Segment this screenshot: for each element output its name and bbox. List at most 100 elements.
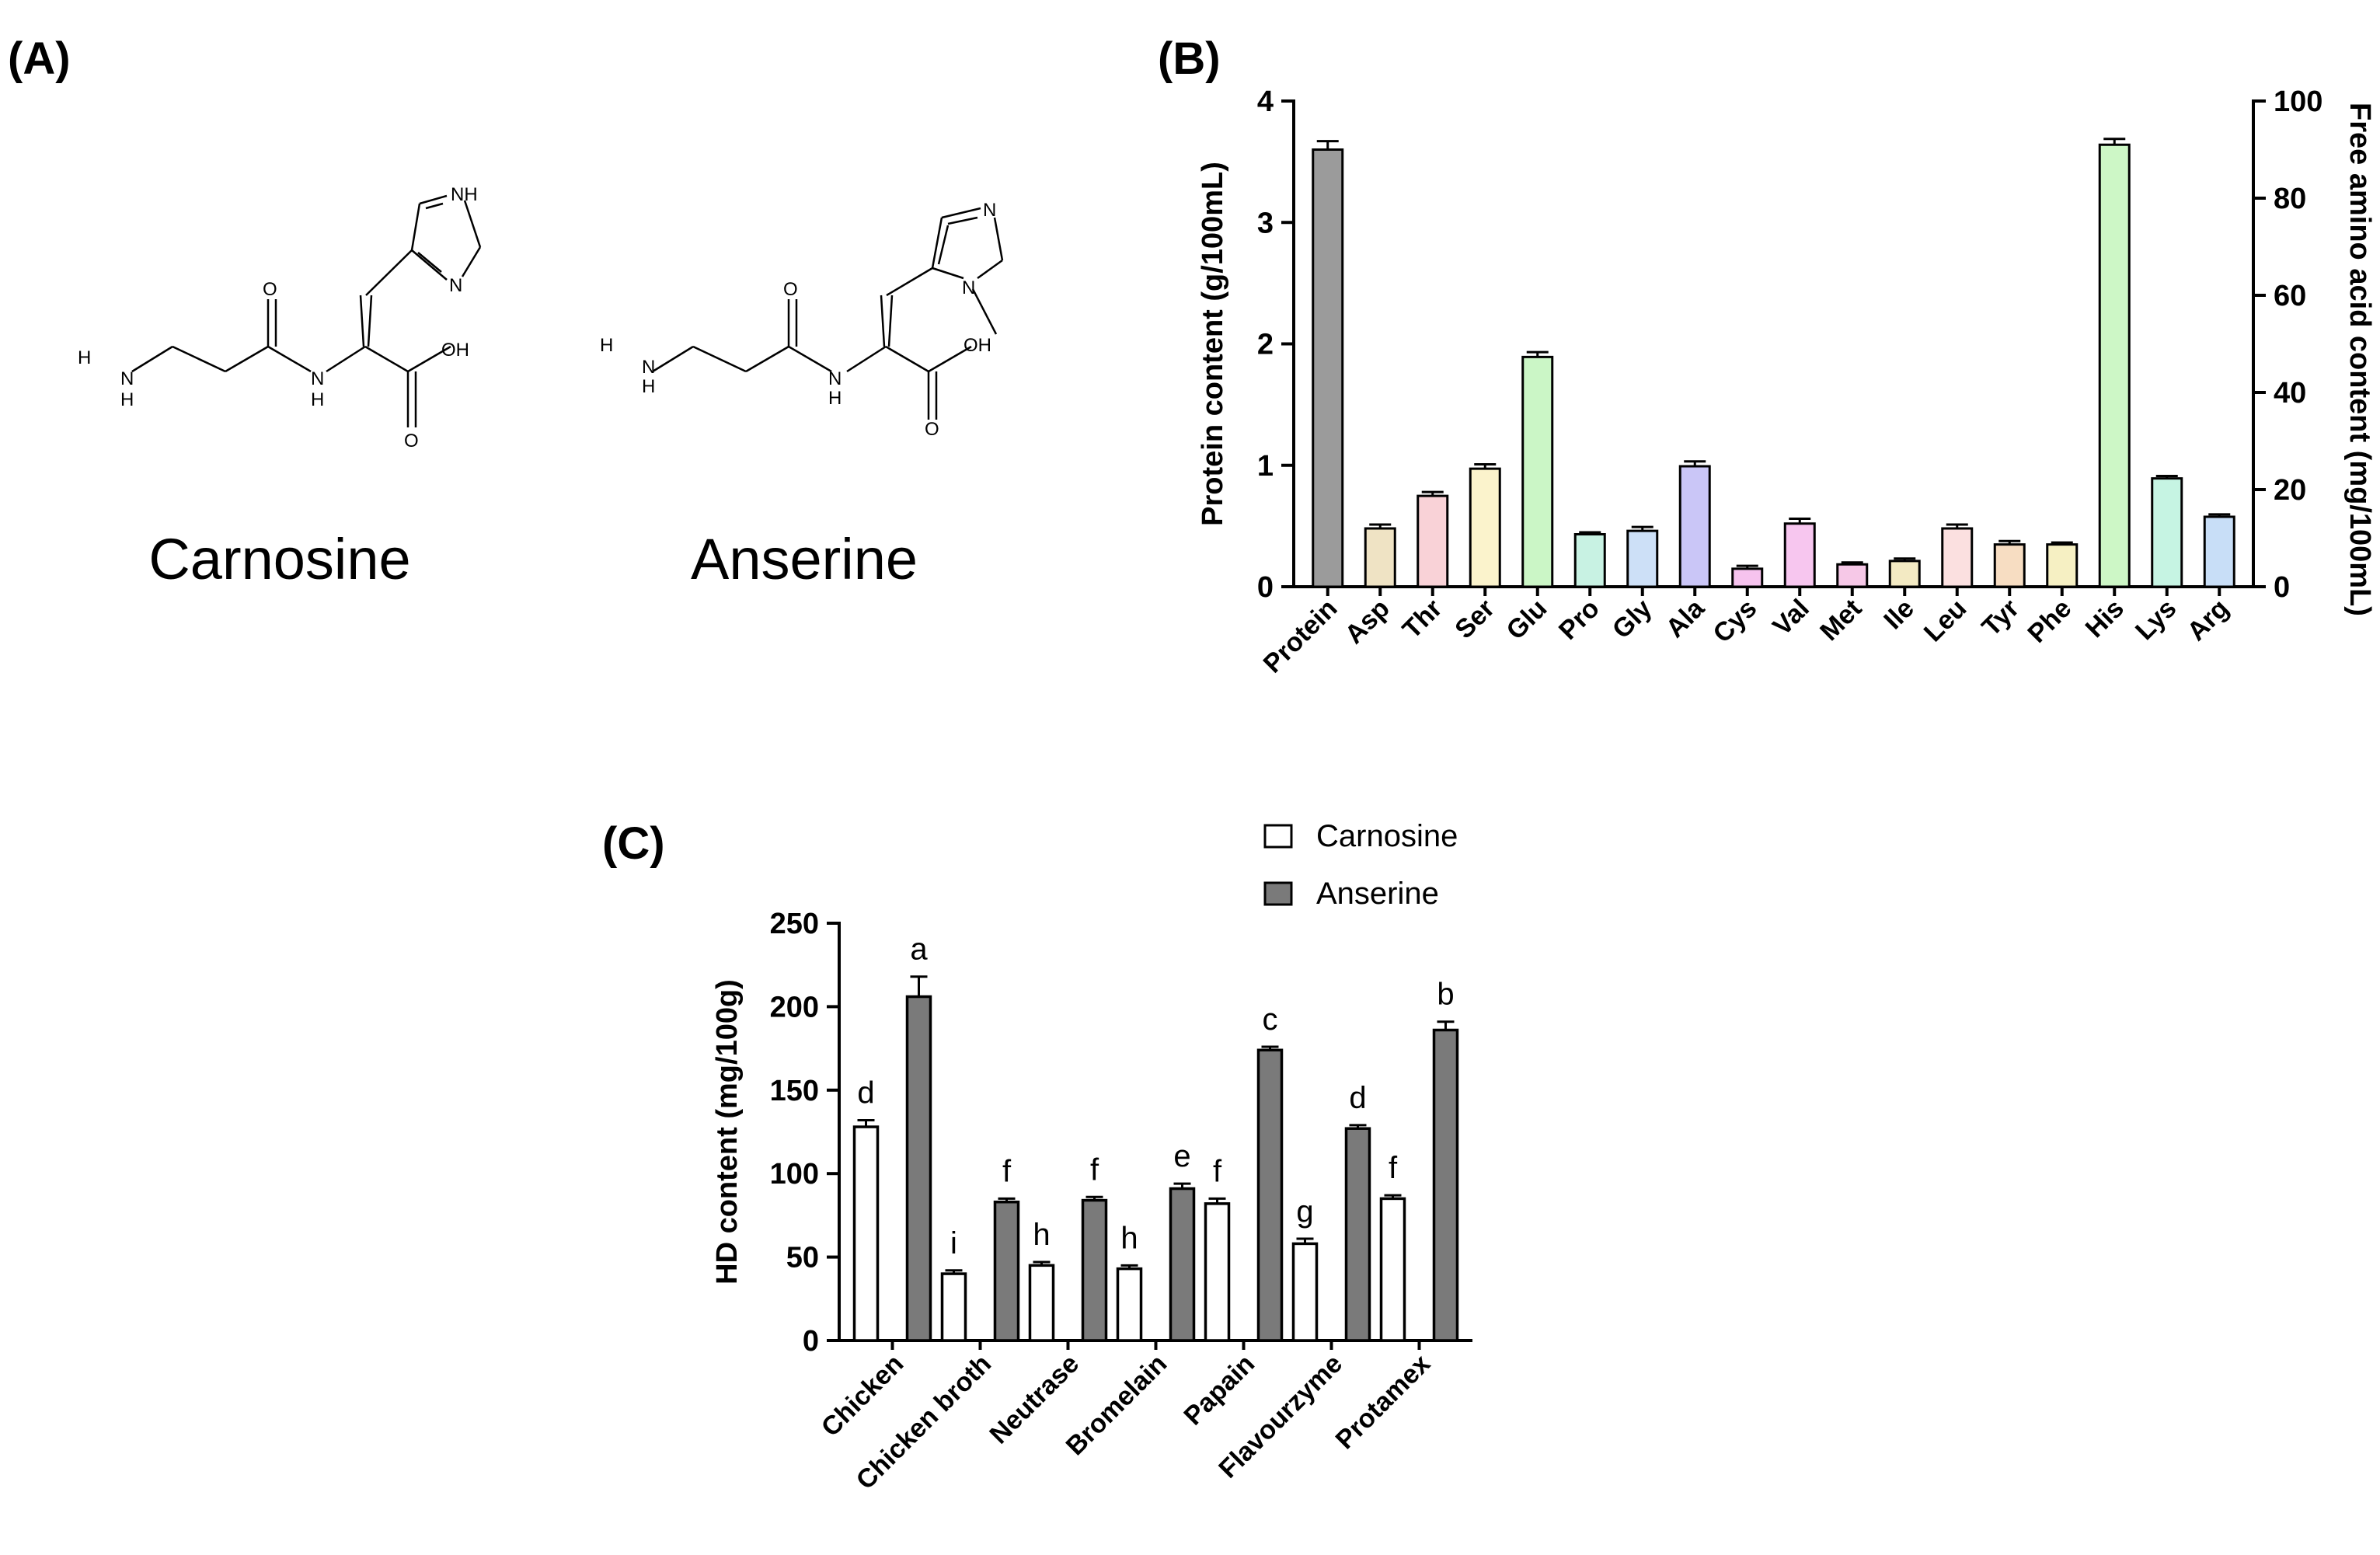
y-tick-label-right: 100 bbox=[2274, 85, 2323, 118]
significance-letter: h bbox=[1120, 1221, 1138, 1255]
bar-anserine bbox=[1081, 1198, 1108, 1342]
y-tick-label: 250 bbox=[770, 908, 819, 940]
bond bbox=[407, 345, 451, 373]
atom-label: N bbox=[120, 368, 134, 389]
bond bbox=[941, 207, 981, 219]
bond bbox=[652, 345, 694, 373]
atom-label: OH bbox=[963, 335, 991, 356]
x-tick-label: Tyr bbox=[1976, 594, 2025, 643]
legend-swatch-anserine bbox=[1263, 881, 1293, 906]
bar-asp bbox=[1364, 527, 1396, 588]
bar-carnosine bbox=[940, 1272, 967, 1342]
bond bbox=[425, 202, 444, 210]
bar-ile bbox=[1888, 560, 1921, 588]
atom-label: H bbox=[600, 335, 613, 356]
x-tick-label: Pro bbox=[1553, 594, 1605, 646]
bar-carnosine bbox=[1028, 1264, 1055, 1342]
significance-letter: g bbox=[1296, 1194, 1313, 1229]
y-tick-label-right: 20 bbox=[2274, 474, 2306, 507]
y-tick-label: 100 bbox=[770, 1158, 819, 1191]
legend-label-carnosine: Carnosine bbox=[1316, 819, 1458, 853]
bond bbox=[788, 345, 832, 373]
x-tick-label: His bbox=[2080, 594, 2130, 643]
atom-label: OH bbox=[441, 340, 469, 361]
significance-letter: d bbox=[857, 1076, 874, 1110]
bar-protein bbox=[1312, 148, 1344, 588]
panel-label-c: (C) bbox=[602, 818, 665, 869]
y-axis-title: HD content (mg/100g) bbox=[711, 979, 744, 1285]
x-tick-label: Cys bbox=[1707, 594, 1762, 649]
atom-label: O bbox=[404, 431, 419, 452]
bar-carnosine bbox=[1291, 1242, 1319, 1342]
y-tick-label-left: 1 bbox=[1257, 450, 1274, 483]
bar-anserine bbox=[1344, 1127, 1371, 1342]
significance-letter: f bbox=[1090, 1152, 1099, 1187]
bond bbox=[931, 217, 943, 269]
significance-letter: a bbox=[910, 933, 928, 967]
bond bbox=[886, 267, 933, 297]
bar-his bbox=[2098, 143, 2131, 588]
bar-anserine bbox=[905, 995, 932, 1342]
x-tick-label: Phe bbox=[2022, 594, 2077, 649]
significance-letter: f bbox=[1389, 1151, 1398, 1185]
bar-lys bbox=[2151, 477, 2183, 588]
bond bbox=[463, 200, 482, 248]
x-tick-label: Met bbox=[1814, 594, 1867, 647]
x-tick-label: Lys bbox=[2130, 594, 2182, 646]
y-tick-label-right: 80 bbox=[2274, 183, 2306, 215]
bond bbox=[977, 259, 1003, 280]
bar-val bbox=[1783, 522, 1816, 588]
atom-label: N bbox=[311, 368, 324, 389]
y-tick-label: 200 bbox=[770, 991, 819, 1023]
y-tick-label-left: 3 bbox=[1257, 207, 1274, 239]
legend-label-anserine: Anserine bbox=[1316, 877, 1439, 911]
x-tick-label: Protein bbox=[1258, 594, 1343, 679]
bond bbox=[928, 345, 972, 373]
bond bbox=[993, 217, 1004, 261]
bond bbox=[417, 252, 442, 273]
x-tick-label: Leu bbox=[1918, 594, 1973, 648]
bar-gly bbox=[1626, 529, 1659, 588]
x-tick-label: Arg bbox=[2182, 594, 2235, 647]
y-tick-label-left: 2 bbox=[1257, 329, 1274, 361]
y-tick-label-left: 4 bbox=[1257, 85, 1274, 118]
x-tick-label: Chicken bbox=[816, 1349, 909, 1442]
significance-letter: f bbox=[1002, 1154, 1012, 1188]
bond bbox=[359, 295, 365, 347]
atom-label: N bbox=[642, 357, 655, 378]
significance-letter: h bbox=[1033, 1218, 1050, 1252]
bar-met bbox=[1836, 563, 1869, 588]
bond bbox=[172, 345, 226, 373]
significance-letter: i bbox=[950, 1226, 957, 1260]
x-tick-label: Thr bbox=[1397, 594, 1448, 645]
bond bbox=[887, 295, 894, 347]
carnosine-name: Carnosine bbox=[148, 527, 410, 591]
anserine-structure bbox=[652, 207, 1004, 420]
x-tick-label: Papain bbox=[1178, 1349, 1260, 1431]
anserine-name: Anserine bbox=[691, 527, 918, 591]
bond bbox=[692, 345, 747, 373]
bar-anserine bbox=[1432, 1028, 1459, 1342]
x-tick-label: Gly bbox=[1607, 594, 1658, 645]
bar-tyr bbox=[1993, 543, 2026, 588]
bar-carnosine bbox=[1116, 1267, 1143, 1342]
y-tick-label: 150 bbox=[770, 1075, 819, 1107]
bar-ala bbox=[1678, 465, 1711, 588]
panel-label-b: (B) bbox=[1158, 33, 1221, 84]
bond bbox=[410, 203, 421, 251]
bond bbox=[411, 249, 448, 281]
x-tick-label: Ile bbox=[1878, 594, 1920, 636]
bar-pro bbox=[1573, 533, 1606, 588]
bar-cys bbox=[1731, 567, 1764, 588]
x-tick-label: Val bbox=[1767, 594, 1815, 642]
atom-label: H bbox=[642, 376, 655, 397]
significance-letter: e bbox=[1173, 1139, 1190, 1173]
significance-letter: b bbox=[1437, 978, 1454, 1012]
